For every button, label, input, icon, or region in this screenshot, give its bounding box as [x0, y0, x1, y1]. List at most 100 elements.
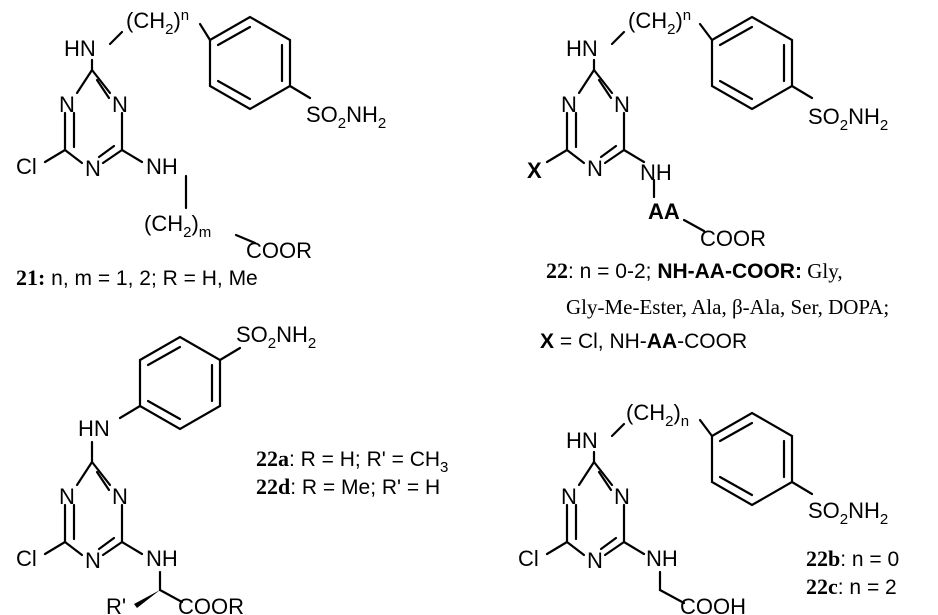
nh2-subscript: 2 — [378, 115, 386, 132]
triazine-ring-21 — [63, 68, 124, 165]
atom-n-left-22b: N — [561, 484, 577, 509]
so-text-22a: SO — [236, 322, 268, 347]
triazine-ring-22b — [565, 460, 626, 557]
atom-n-left: N — [59, 92, 75, 117]
structure-22b-22c: HN (CH2)n SO2NH2 N N N Cl NH COOH 22b: n… — [518, 400, 899, 615]
caption-22a-subscript: 3 — [440, 459, 448, 476]
caption-22b: 22b: n = 0 — [806, 546, 899, 571]
atom-aa-22: AA — [648, 199, 680, 224]
ch2m-subscript: 2 — [183, 224, 191, 241]
atom-n-bottom: N — [85, 156, 101, 181]
triazine-ring-22a — [63, 460, 124, 557]
benzene-ring-22b — [710, 411, 794, 507]
atom-coor-22: COOR — [700, 226, 766, 251]
nh-text-22b: NH — [848, 498, 880, 523]
ch2-subscript-22: 2 — [667, 21, 675, 38]
atom-nh-22a: NH — [146, 546, 178, 571]
n-subscript-22: n — [683, 7, 691, 24]
ch2m-close: ) — [191, 211, 198, 236]
atom-nh-22: NH — [640, 160, 672, 185]
atom-cl: Cl — [16, 154, 37, 179]
nh2-subscript-22: 2 — [880, 117, 888, 134]
caption-22c: 22c: n = 2 — [806, 574, 897, 599]
caption-22-bold: NH-AA-COOR: — [657, 260, 802, 283]
structure-22: HN (CH2)n N N N X NH AA COOR SO2NH2 22: … — [527, 7, 889, 353]
so2-subscript: 2 — [338, 115, 346, 132]
ch2m-open: (CH — [144, 211, 183, 236]
so2-subscript-22b: 2 — [840, 511, 848, 528]
ch2-close-22: ) — [675, 8, 682, 33]
atom-hn-22a: HN — [78, 416, 110, 441]
benzene-ring-22a — [138, 335, 222, 431]
atom-rprime-22a: R' — [106, 594, 126, 615]
caption-22-line3: X = Cl, NH-AA-COOR — [540, 330, 747, 353]
nh-text-22a: NH — [276, 322, 308, 347]
structure-21: HN (CH2)n N N N Cl NH (CH2)m COOR SO2NH2… — [16, 7, 386, 290]
atom-n-right-22: N — [614, 92, 630, 117]
atom-n-right-22b: N — [614, 484, 630, 509]
caption-22-text2: Gly, — [802, 259, 843, 283]
atom-hn-22b: HN — [566, 428, 598, 453]
triazine-ring-22 — [565, 68, 626, 165]
n-subscript-22b: n — [681, 413, 689, 430]
caption-21-text: n, m = 1, 2; R = H, Me — [45, 267, 257, 290]
so-text-22b: SO — [808, 498, 840, 523]
so-text: SO — [306, 102, 338, 127]
nh-text: NH — [346, 102, 378, 127]
so2nh2-group-22b: SO2NH2 — [808, 498, 888, 528]
caption-22-line1: 22: n = 0-2; NH-AA-COOR: Gly, — [546, 258, 843, 283]
structure-22a-22d: SO2NH2 HN N N N Cl NH R' COOR 22a: R = H… — [16, 322, 448, 615]
caption-22c-number: 22c — [806, 574, 838, 599]
atom-cooh-22b: COOH — [680, 594, 746, 615]
ch2-open-22b: (CH — [626, 400, 665, 425]
ch2-m-group: (CH2)m — [144, 211, 211, 241]
caption-22-line3b: AA — [647, 330, 677, 353]
caption-22a-number: 22a — [256, 446, 289, 471]
so2nh2-group-22: SO2NH2 — [808, 104, 888, 134]
ch2-close: ) — [173, 8, 180, 33]
atom-n-left-22: N — [561, 92, 577, 117]
caption-21: 21: n, m = 1, 2; R = H, Me — [16, 265, 258, 290]
benzene-ring-22 — [710, 15, 794, 111]
benzene-ring-21 — [208, 15, 292, 111]
caption-22-number: 22 — [546, 258, 568, 283]
atom-nh: NH — [146, 154, 178, 179]
atom-hn: HN — [64, 36, 96, 61]
ch2-close-22b: ) — [673, 400, 680, 425]
atom-coor: COOR — [246, 238, 312, 263]
so2nh2-group: SO2NH2 — [306, 102, 386, 132]
atom-cl-22b: Cl — [518, 546, 539, 571]
stereo-wedge-bond — [134, 590, 160, 608]
so2-subscript-22: 2 — [840, 117, 848, 134]
n-subscript: n — [181, 7, 189, 24]
ch2-open-22: (CH — [628, 8, 667, 33]
ch2-open: (CH — [126, 8, 165, 33]
atom-cl-22a: Cl — [16, 546, 37, 571]
atom-nh-22b: NH — [646, 546, 678, 571]
atom-n-bottom-22a: N — [85, 548, 101, 573]
caption-22b-number: 22b — [806, 546, 840, 571]
atom-x-22: X — [527, 158, 542, 183]
caption-22-line3a: = Cl, NH- — [554, 330, 647, 353]
ch2-n-group: (CH2)n — [126, 7, 189, 38]
caption-22-x: X — [540, 330, 554, 353]
so-text-22: SO — [808, 104, 840, 129]
caption-22a-text: : R = H; R' = CH — [289, 448, 440, 471]
atom-n-right: N — [112, 92, 128, 117]
m-subscript: m — [199, 224, 212, 241]
nh-text-22: NH — [848, 104, 880, 129]
caption-22d-text: : R = Me; R' = H — [290, 476, 440, 499]
so2nh2-group-22a: SO2NH2 — [236, 322, 316, 352]
atom-n-right-22a: N — [112, 484, 128, 509]
ch2-n-group-22: (CH2)n — [628, 7, 691, 38]
caption-22d: 22d: R = Me; R' = H — [256, 474, 440, 499]
caption-22-text1: : n = 0-2; — [568, 260, 657, 283]
caption-22d-number: 22d — [256, 474, 290, 499]
caption-21-number: 21: — [16, 265, 45, 290]
caption-22b-text: : n = 0 — [840, 548, 899, 571]
ch2-n-group-22b: (CH2)n — [626, 400, 689, 430]
atom-hn-22: HN — [566, 36, 598, 61]
ch2-subscript-22b: 2 — [665, 413, 673, 430]
atom-n-bottom-22: N — [587, 156, 603, 181]
